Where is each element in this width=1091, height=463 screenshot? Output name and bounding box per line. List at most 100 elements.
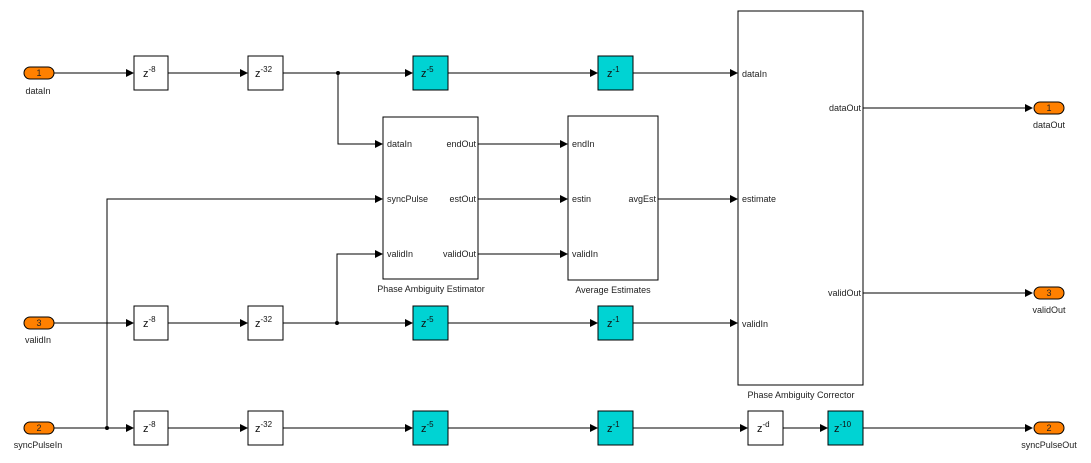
delay-base: z bbox=[421, 68, 427, 80]
delay-base: z bbox=[143, 318, 149, 330]
output-port-label: validOut bbox=[828, 288, 862, 298]
subsystem-title: Phase Ambiguity Corrector bbox=[747, 390, 854, 400]
port-number: 2 bbox=[1046, 423, 1051, 433]
port-name: syncPulseIn bbox=[14, 440, 63, 450]
delay-block-valid-1[interactable]: z-8 bbox=[133, 305, 169, 341]
inport-datain[interactable]: 1 dataIn bbox=[23, 66, 55, 96]
svg-text:z-d: z-d bbox=[757, 420, 770, 435]
svg-text:z-8: z-8 bbox=[143, 65, 156, 80]
delay-block-valid-3[interactable]: z-5 bbox=[412, 305, 449, 341]
wire-branch-estimator-datain[interactable] bbox=[337, 73, 383, 148]
delay-base: z bbox=[607, 318, 613, 330]
delay-exponent: -1 bbox=[613, 315, 621, 324]
output-port-label: endOut bbox=[446, 139, 476, 149]
delay-block-sync-4[interactable]: z-1 bbox=[597, 410, 634, 446]
subsystem-phase-ambiguity-estimator[interactable]: dataIn syncPulse validIn endOut estOut v… bbox=[377, 116, 485, 294]
branch-point-sync bbox=[105, 426, 109, 430]
delay-block-sync-6[interactable]: z-10 bbox=[827, 410, 864, 446]
svg-text:z-1: z-1 bbox=[607, 65, 620, 80]
delay-base: z bbox=[143, 423, 149, 435]
svg-text:z-32: z-32 bbox=[255, 420, 273, 435]
output-port-label: dataOut bbox=[829, 103, 862, 113]
delay-base: z bbox=[421, 318, 427, 330]
port-name: syncPulseOut bbox=[1021, 440, 1077, 450]
port-name: validOut bbox=[1032, 305, 1066, 315]
delay-exponent: -10 bbox=[840, 420, 852, 429]
delay-exponent: -32 bbox=[261, 315, 273, 324]
outport-dataout[interactable]: 1 dataOut bbox=[1033, 101, 1066, 130]
wires bbox=[54, 69, 1033, 432]
port-name: dataIn bbox=[25, 86, 50, 96]
subsystem-average-estimates[interactable]: endIn estin validIn avgEst Average Estim… bbox=[567, 115, 659, 295]
port-number: 1 bbox=[36, 68, 41, 78]
input-port-label: validIn bbox=[387, 249, 413, 259]
subsystem-title: Average Estimates bbox=[575, 285, 651, 295]
branch-point-valid bbox=[335, 321, 339, 325]
output-port-label: avgEst bbox=[628, 194, 656, 204]
port-number: 1 bbox=[1046, 103, 1051, 113]
input-port-label: endIn bbox=[572, 139, 595, 149]
outport-syncpulseout[interactable]: 2 syncPulseOut bbox=[1021, 421, 1077, 450]
outport-validout[interactable]: 3 validOut bbox=[1032, 286, 1066, 315]
svg-text:z-8: z-8 bbox=[143, 315, 156, 330]
svg-text:z-1: z-1 bbox=[607, 315, 620, 330]
input-port-label: estin bbox=[572, 194, 591, 204]
wire-sync-to-estimator[interactable] bbox=[106, 195, 383, 428]
delay-block-sync-5[interactable]: z-d bbox=[747, 410, 784, 446]
delay-exponent: -d bbox=[763, 420, 770, 429]
delay-exponent: -5 bbox=[427, 65, 435, 74]
delay-base: z bbox=[255, 423, 261, 435]
svg-text:z-8: z-8 bbox=[143, 420, 156, 435]
delay-base: z bbox=[834, 423, 840, 435]
wire-branch-estimator-validin[interactable] bbox=[336, 250, 383, 323]
delay-exponent: -8 bbox=[149, 315, 157, 324]
delay-block-sync-1[interactable]: z-8 bbox=[133, 410, 169, 446]
input-port-label: syncPulse bbox=[387, 194, 428, 204]
delay-block-valid-4[interactable]: z-1 bbox=[597, 305, 634, 341]
svg-text:z-1: z-1 bbox=[607, 420, 620, 435]
delay-block-valid-2[interactable]: z-32 bbox=[247, 305, 284, 341]
input-port-label: validIn bbox=[572, 249, 598, 259]
delay-exponent: -8 bbox=[149, 65, 157, 74]
input-port-label: validIn bbox=[742, 319, 768, 329]
port-number: 2 bbox=[36, 423, 41, 433]
delay-exponent: -32 bbox=[261, 420, 273, 429]
branch-point-data bbox=[336, 71, 340, 75]
input-port-label: dataIn bbox=[387, 139, 412, 149]
delay-block-sync-3[interactable]: z-5 bbox=[412, 410, 449, 446]
delay-base: z bbox=[255, 318, 261, 330]
delay-base: z bbox=[143, 68, 149, 80]
port-name: validIn bbox=[25, 335, 51, 345]
port-name: dataOut bbox=[1033, 120, 1066, 130]
delay-exponent: -5 bbox=[427, 315, 435, 324]
delay-exponent: -1 bbox=[613, 420, 621, 429]
input-port-label: dataIn bbox=[742, 69, 767, 79]
delay-block-data-3[interactable]: z-5 bbox=[412, 55, 449, 91]
subsystem-title: Phase Ambiguity Estimator bbox=[377, 284, 485, 294]
delay-base: z bbox=[255, 68, 261, 80]
inport-validin[interactable]: 3 validIn bbox=[23, 316, 55, 345]
port-number: 3 bbox=[1046, 288, 1051, 298]
output-port-label: validOut bbox=[443, 249, 477, 259]
delay-block-sync-2[interactable]: z-32 bbox=[247, 410, 284, 446]
port-number: 3 bbox=[36, 318, 41, 328]
delay-exponent: -5 bbox=[427, 420, 435, 429]
delay-exponent: -8 bbox=[149, 420, 157, 429]
delay-base: z bbox=[607, 423, 613, 435]
svg-text:z-10: z-10 bbox=[834, 420, 852, 435]
delay-exponent: -32 bbox=[261, 65, 273, 74]
svg-text:z-32: z-32 bbox=[255, 315, 273, 330]
delay-block-data-4[interactable]: z-1 bbox=[597, 55, 634, 91]
svg-text:z-32: z-32 bbox=[255, 65, 273, 80]
output-port-label: estOut bbox=[449, 194, 476, 204]
inport-syncpulsein[interactable]: 2 syncPulseIn bbox=[14, 421, 63, 450]
delay-base: z bbox=[421, 423, 427, 435]
svg-text:z-5: z-5 bbox=[421, 65, 434, 80]
delay-block-data-2[interactable]: z-32 bbox=[247, 55, 284, 91]
input-port-label: estimate bbox=[742, 194, 776, 204]
delay-block-data-1[interactable]: z-8 bbox=[133, 55, 169, 91]
svg-text:z-5: z-5 bbox=[421, 315, 434, 330]
subsystem-phase-ambiguity-corrector[interactable]: dataIn estimate validIn dataOut validOut… bbox=[737, 10, 864, 400]
delay-exponent: -1 bbox=[613, 65, 621, 74]
